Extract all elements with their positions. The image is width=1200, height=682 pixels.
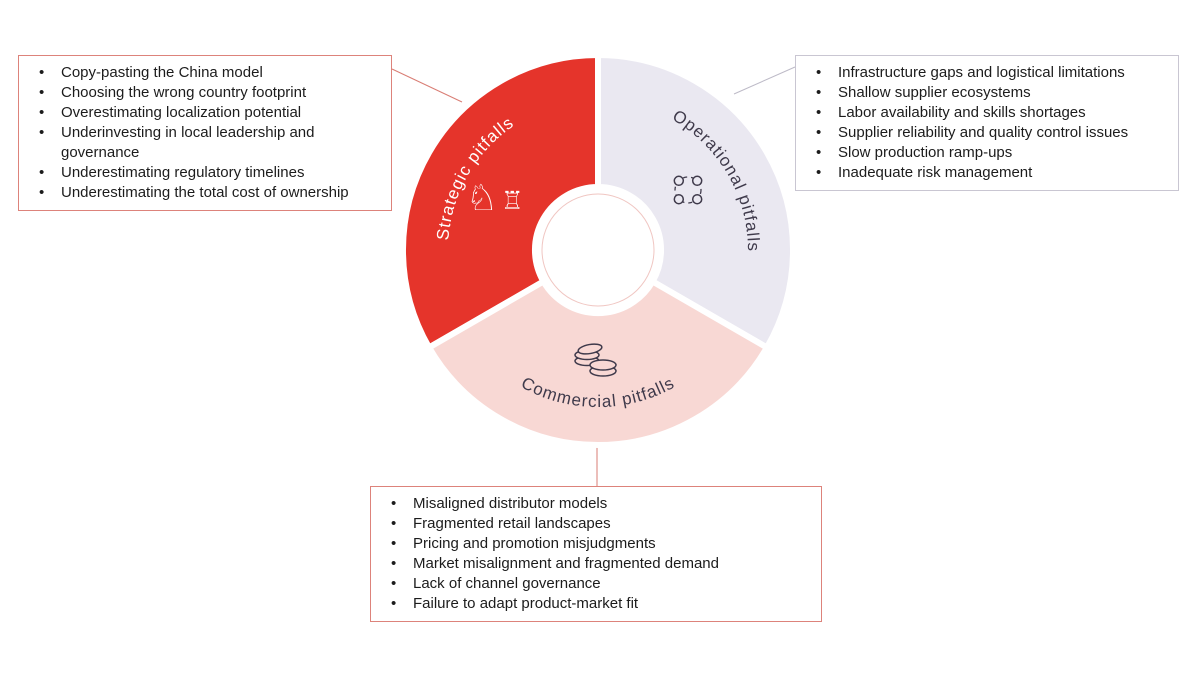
list-item: Misaligned distributor models: [383, 494, 811, 514]
strategic-pitfalls-list: Copy-pasting the China model Choosing th…: [31, 63, 381, 203]
connector-strategic: [391, 68, 463, 103]
operational-pitfalls-list: Infrastructure gaps and logistical limit…: [808, 63, 1168, 183]
list-item: Underinvesting in local leadership and g…: [31, 123, 381, 163]
segment-strategic: [399, 52, 601, 351]
list-item: Inadequate risk management: [808, 163, 1168, 183]
list-item: Fragmented retail landscapes: [383, 514, 811, 534]
svg-text:♘: ♘: [466, 178, 498, 219]
list-item: Slow production ramp-ups: [808, 143, 1168, 163]
list-item: Overestimating localization potential: [31, 103, 381, 123]
callout-commercial: Misaligned distributor models Fragmented…: [370, 486, 822, 622]
list-item: Market misalignment and fragmented deman…: [383, 554, 811, 574]
list-item: Failure to adapt product-market fit: [383, 594, 811, 614]
donut-chart: Strategic pitfalls Operational pitfalls …: [399, 52, 797, 449]
commercial-pitfalls-list: Misaligned distributor models Fragmented…: [383, 494, 811, 614]
list-item: Infrastructure gaps and logistical limit…: [808, 63, 1168, 83]
connector-operational: [733, 66, 796, 95]
list-item: Supplier reliability and quality control…: [808, 123, 1168, 143]
list-item: Shallow supplier ecosystems: [808, 83, 1168, 103]
process-cycle-icon: [673, 175, 703, 205]
callout-strategic: Copy-pasting the China model Choosing th…: [18, 55, 392, 211]
list-item: Underestimating regulatory timelines: [31, 163, 381, 183]
list-item: Choosing the wrong country footprint: [31, 83, 381, 103]
list-item: Labor availability and skills shortages: [808, 103, 1168, 123]
callout-operational: Infrastructure gaps and logistical limit…: [795, 55, 1179, 191]
list-item: Pricing and promotion misjudgments: [383, 534, 811, 554]
coin-stack-icon: [574, 343, 617, 377]
list-item: Copy-pasting the China model: [31, 63, 381, 83]
chess-pieces-icon: ♘ ♖: [466, 178, 524, 219]
list-item: Lack of channel governance: [383, 574, 811, 594]
inner-ring: [541, 193, 655, 307]
svg-text:♖: ♖: [501, 186, 523, 215]
list-item: Underestimating the total cost of owners…: [31, 183, 381, 203]
